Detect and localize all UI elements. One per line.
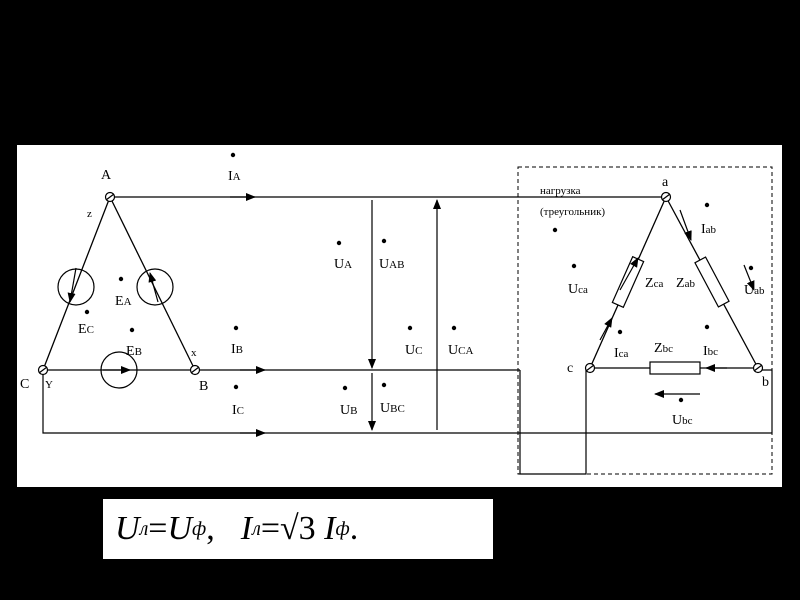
label-C: C	[20, 377, 29, 392]
phasor-dots	[84, 152, 754, 403]
formula-sqrt3: √3	[280, 510, 316, 547]
label-UC: UC	[405, 343, 422, 358]
label-EC: EC	[78, 322, 94, 337]
label-Ica: Ica	[614, 346, 629, 361]
emf-circle-A	[136, 268, 174, 306]
label-b: b	[762, 375, 769, 390]
impedance-Zab	[694, 256, 730, 308]
label-z: z	[87, 208, 92, 220]
label-x: x	[191, 347, 197, 359]
label-Uab: Uab	[744, 283, 765, 298]
formula-U-line: U	[115, 510, 140, 547]
formula-sub-l-2: л	[252, 517, 261, 540]
line-arrows	[230, 193, 266, 437]
label-UB: UB	[340, 403, 357, 418]
label-IC: IC	[232, 403, 244, 418]
load-voltage-arrows	[619, 257, 755, 398]
formula-sub-f-2: ф	[335, 517, 350, 540]
label-Zca: Zca	[645, 276, 663, 291]
formula-period: .	[349, 510, 359, 547]
label-UCA: UCA	[448, 343, 473, 358]
formula-I-line: I	[240, 510, 253, 547]
label-UA: UA	[334, 257, 352, 272]
label-IB: IB	[231, 342, 243, 357]
label-A: A	[101, 168, 112, 183]
load-title-line1: нагрузка	[540, 185, 581, 197]
load-title-line2: (треугольник)	[540, 206, 605, 218]
label-Y: Y	[45, 379, 53, 391]
formula-eq-2: =	[260, 510, 280, 547]
formula-sub-l-1: л	[139, 517, 149, 540]
formula-sub-f-1: ф	[192, 517, 207, 540]
label-c: c	[567, 361, 573, 376]
label-Uca: Uca	[568, 282, 588, 297]
source-terminals	[37, 191, 201, 376]
load-terminals	[584, 191, 764, 374]
label-Ubc: Ubc	[672, 413, 693, 428]
label-IA: IA	[228, 169, 241, 184]
label-Ibc: Ibc	[703, 344, 718, 359]
emf-circle-B	[100, 351, 138, 389]
formula-I-phase: I	[324, 510, 336, 547]
label-EB: EB	[126, 344, 142, 359]
label-Zab: Zab	[676, 276, 695, 291]
load-current-arrows	[599, 209, 727, 372]
label-UBC: UBC	[380, 401, 405, 416]
label-UAB: UAB	[379, 257, 404, 272]
formula-comma: ,	[206, 510, 215, 547]
diagram-background	[17, 145, 782, 487]
emf-circles	[57, 267, 174, 389]
formula-eq-1: =	[148, 510, 168, 547]
label-Iab: Iab	[701, 222, 717, 237]
label-Zbc: Zbc	[654, 341, 673, 356]
label-B: B	[199, 379, 208, 394]
formula-U-phase: U	[167, 510, 193, 547]
label-EA: EA	[115, 294, 132, 309]
load-dashed-box	[517, 166, 773, 475]
impedance-Zbc	[649, 361, 701, 375]
label-a: a	[662, 175, 669, 190]
voltage-arrows	[368, 199, 441, 431]
